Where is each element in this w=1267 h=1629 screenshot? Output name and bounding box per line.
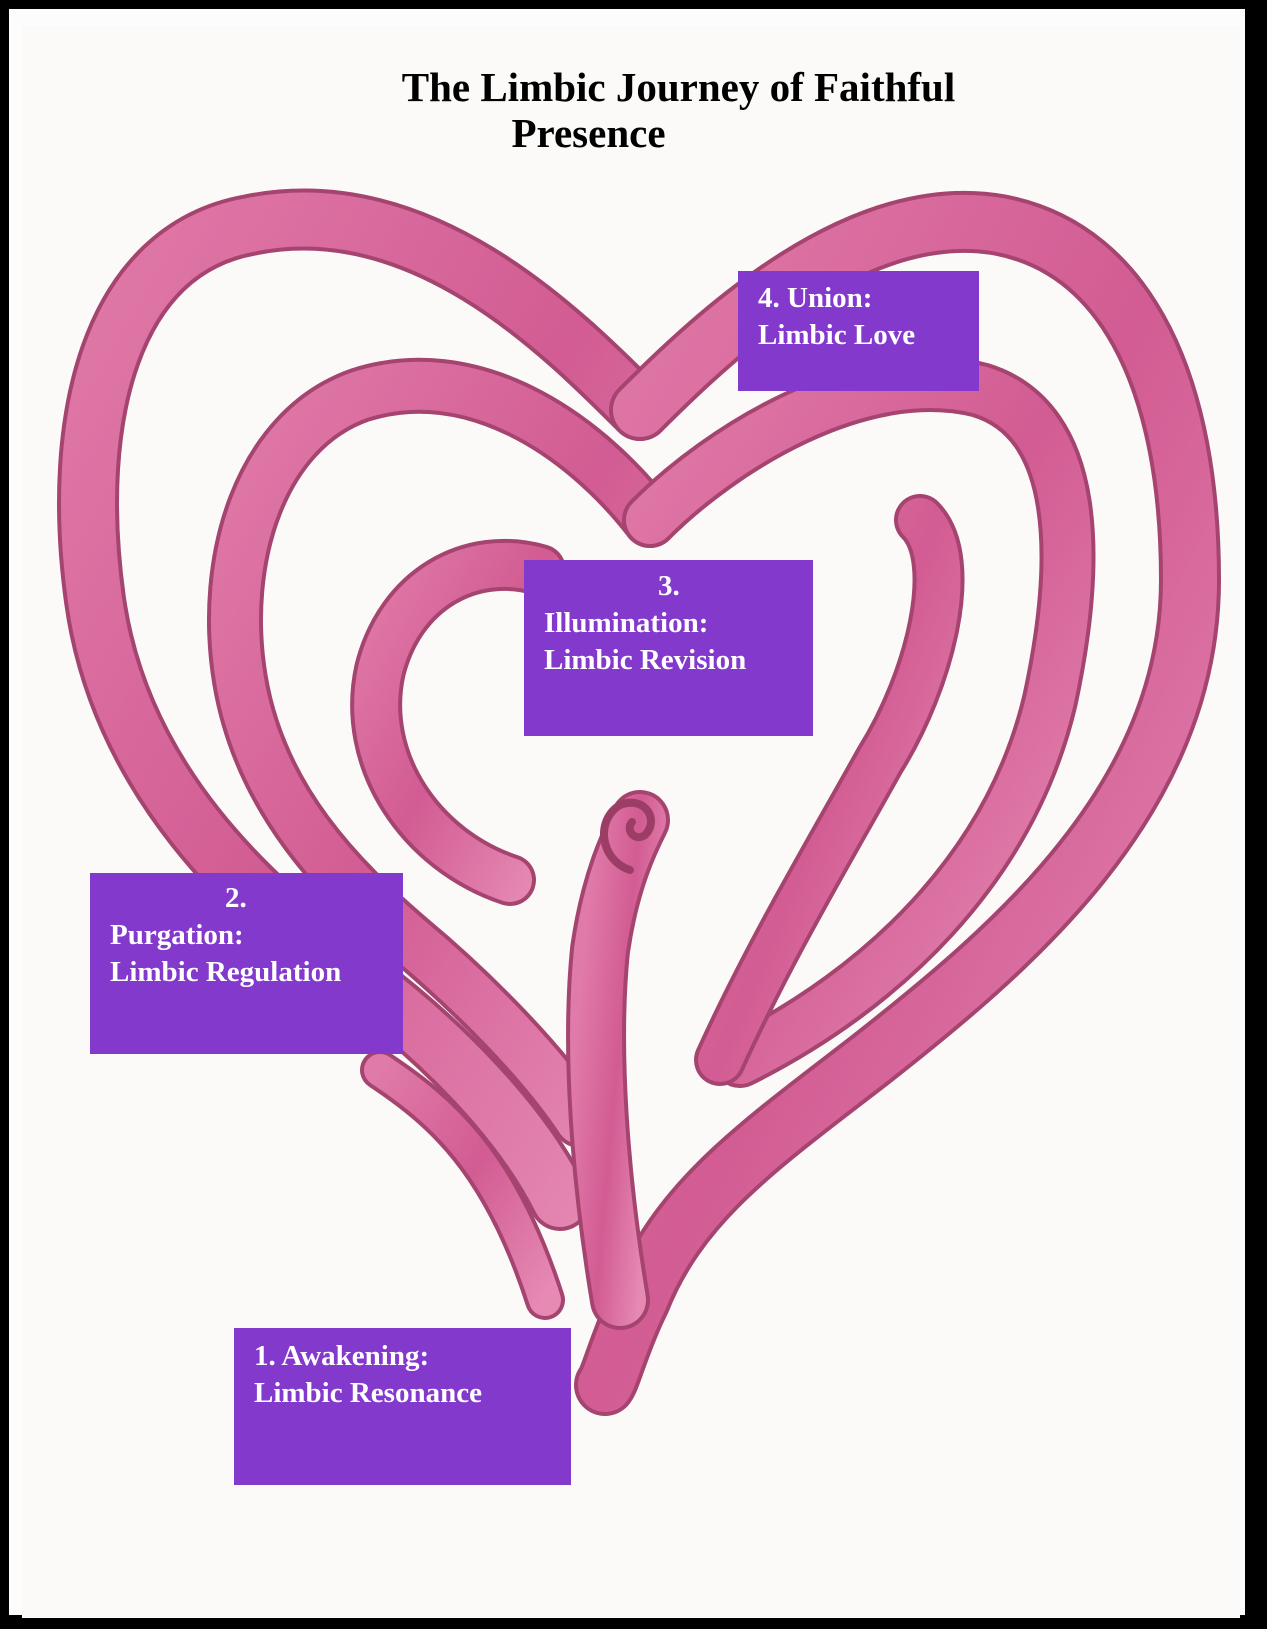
stage-2-subtitle: Limbic Regulation (110, 954, 403, 991)
stage-2-title: Purgation: (110, 917, 403, 954)
stage-1-awakening-label: 1. Awakening: Limbic Resonance (234, 1328, 571, 1485)
stage-3-illumination-label: 3. Illumination: Limbic Revision (524, 560, 813, 736)
stage-4-title: 4. Union: (758, 280, 979, 317)
stage-3-title: Illumination: (544, 605, 813, 642)
page-title: The Limbic Journey of Faithful Presence (0, 64, 1267, 156)
stage-3-number: 3. (544, 568, 813, 605)
stage-1-title: 1. Awakening: (254, 1338, 571, 1375)
stage-4-subtitle: Limbic Love (758, 317, 979, 354)
stage-2-number: 2. (110, 880, 403, 917)
stage-4-union-label: 4. Union: Limbic Love (738, 271, 979, 391)
stage-1-subtitle: Limbic Resonance (254, 1375, 571, 1412)
stage-3-subtitle: Limbic Revision (544, 642, 813, 679)
title-line-2: Presence (0, 110, 1267, 156)
stage-2-purgation-label: 2. Purgation: Limbic Regulation (90, 873, 403, 1054)
title-line-1: The Limbic Journey of Faithful (90, 64, 1267, 110)
